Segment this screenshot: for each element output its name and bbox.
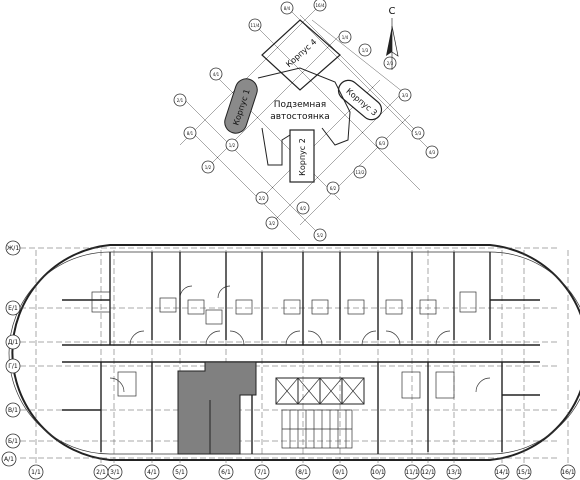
floor-plan: Ж/1 Е/1 Д/1 Г/1 В/1 Б/1 А/1 1/1 2/1 3/1 … xyxy=(1,240,580,480)
highlighted-apartment xyxy=(177,361,257,455)
building-4-label: Корпус 4 xyxy=(284,37,318,69)
svg-text:2/1: 2/1 xyxy=(177,98,184,103)
svg-text:1/2: 1/2 xyxy=(205,165,212,170)
building-2-label: Корпус 2 xyxy=(298,138,307,176)
elevator-shafts xyxy=(275,377,365,405)
row-axis-label: Г/1 xyxy=(8,363,18,370)
svg-text:4/1: 4/1 xyxy=(213,72,220,77)
row-axis-label: В/1 xyxy=(8,407,18,414)
column-axis-label: 1/1 xyxy=(31,469,41,476)
svg-text:11/4: 11/4 xyxy=(251,23,260,28)
column-axis-label: 4/1 xyxy=(147,469,157,476)
column-axis-label: 16/1 xyxy=(561,469,575,476)
column-axis-label: 15/1 xyxy=(517,469,531,476)
svg-text:1/3: 1/3 xyxy=(362,48,369,53)
column-axis-label: 2/1 xyxy=(96,469,106,476)
column-axis-labels: 1/1 2/1 3/1 4/1 5/1 6/1 7/1 8/1 9/1 10/1… xyxy=(28,464,576,480)
svg-text:13/2: 13/2 xyxy=(356,170,365,175)
row-axis-label: Д/1 xyxy=(8,339,19,346)
row-axis-label: А/1 xyxy=(4,456,14,463)
svg-text:6/2: 6/2 xyxy=(330,186,337,191)
building-outline xyxy=(11,244,580,461)
site-axis-bubbles: 8/4 16/4 11/4 1/4 1/3 2/3 3/3 4/3 5/3 6/… xyxy=(173,0,439,242)
row-axis-labels: Ж/1 Е/1 Д/1 Г/1 В/1 Б/1 А/1 xyxy=(1,240,21,467)
building-3: Корпус 3 xyxy=(337,79,383,121)
svg-text:16/4: 16/4 xyxy=(316,3,325,8)
north-arrow-icon: С xyxy=(386,6,399,70)
row-axis-label: Ж/1 xyxy=(7,245,19,252)
column-axis-label: 10/1 xyxy=(371,469,385,476)
garage-label-line1: Подземная xyxy=(274,100,326,110)
svg-text:4/2: 4/2 xyxy=(300,206,307,211)
svg-text:1/2: 1/2 xyxy=(229,143,236,148)
column-axis-label: 6/1 xyxy=(221,469,231,476)
svg-text:3/2: 3/2 xyxy=(269,221,276,226)
column-axis-label: 7/1 xyxy=(257,469,267,476)
building-2: Корпус 2 xyxy=(289,129,315,183)
svg-text:4/3: 4/3 xyxy=(429,150,436,155)
building-1: Корпус 1 xyxy=(224,78,258,134)
garage-label-line2: автостоянка xyxy=(270,112,330,122)
row-axis-label: Е/1 xyxy=(8,305,18,312)
svg-text:1/4: 1/4 xyxy=(342,35,349,40)
site-plan: Корпус 4 Корпус 1 Корпус 3 Корпус 2 Подз… xyxy=(173,0,439,242)
column-axis-label: 13/1 xyxy=(447,469,461,476)
svg-text:5/2: 5/2 xyxy=(317,233,324,238)
svg-text:5/3: 5/3 xyxy=(415,131,422,136)
stair xyxy=(281,409,353,449)
column-axis-label: 5/1 xyxy=(175,469,185,476)
svg-text:6/3: 6/3 xyxy=(379,141,386,146)
column-axis-label: 14/1 xyxy=(495,469,509,476)
svg-text:8/1: 8/1 xyxy=(187,131,194,136)
svg-text:2/3: 2/3 xyxy=(387,61,394,66)
column-axis-label: 11/1 xyxy=(405,469,419,476)
svg-text:2/2: 2/2 xyxy=(259,196,266,201)
column-axis-label: 9/1 xyxy=(335,469,345,476)
column-axis-label: 8/1 xyxy=(298,469,308,476)
svg-text:8/4: 8/4 xyxy=(284,6,291,11)
row-axis-label: Б/1 xyxy=(8,438,18,445)
svg-text:3/3: 3/3 xyxy=(402,93,409,98)
column-axis-label: 12/1 xyxy=(421,469,435,476)
north-label: С xyxy=(389,6,396,17)
column-axis-label: 3/1 xyxy=(110,469,120,476)
